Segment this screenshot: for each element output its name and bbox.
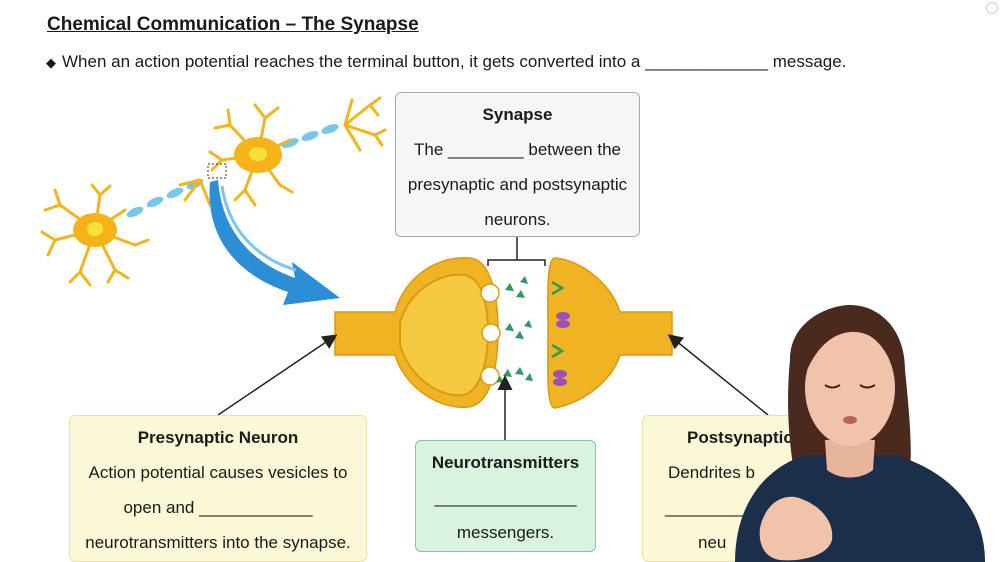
presynaptic-heading: Presynaptic Neuron xyxy=(137,428,299,447)
page-title: Chemical Communication – The Synapse xyxy=(47,14,419,35)
postsynaptic-pointer-arrow xyxy=(667,334,769,416)
neurotransmitters-callout: Neurotransmitters _______________ messen… xyxy=(415,440,596,552)
presynaptic-callout: Presynaptic Neuron Action potential caus… xyxy=(69,415,367,562)
postsynaptic-line-1: Dendrites b xyxy=(668,463,755,482)
neurotransmitter-molecules xyxy=(496,276,533,383)
neurotransmitters-line-1: _______________ xyxy=(434,488,577,507)
postsynaptic-heading: Postsynaptic I xyxy=(687,428,803,447)
neurotransmitters-heading: Neurotransmitters xyxy=(431,453,580,472)
synapse-line-3: neurons. xyxy=(484,210,551,229)
synapse-heading: Synapse xyxy=(482,105,553,124)
presynaptic-line-2: open and ____________ xyxy=(123,498,313,517)
synapse-callout: Synapse The ________ between the presyna… xyxy=(395,92,640,237)
synapse-line-2: presynaptic and postsynaptic xyxy=(407,175,628,194)
synapse-closeup xyxy=(334,236,673,409)
zoom-arrow-icon xyxy=(209,180,340,305)
presynaptic-line-3: neurotransmitters into the synapse. xyxy=(85,533,351,552)
postsynaptic-line-3: neu xyxy=(698,533,727,552)
neuron-illustration xyxy=(40,96,387,287)
bullet-point: ◆ When an action potential reaches the t… xyxy=(46,52,846,74)
synapse-line-1: The ________ between the xyxy=(413,140,621,159)
presynaptic-line-1: Action potential causes vesicles to xyxy=(88,463,348,482)
postsynaptic-callout: Postsynaptic I Dendrites b ____________ … xyxy=(642,415,902,562)
diamond-bullet-icon: ◆ xyxy=(46,55,56,70)
postsynaptic-line-2: ____________ xyxy=(665,498,779,517)
presynaptic-pointer-arrow xyxy=(217,334,338,416)
settings-icon[interactable] xyxy=(986,2,998,14)
neurotransmitters-line-2: messengers. xyxy=(456,523,555,542)
bullet-text: When an action potential reaches the ter… xyxy=(62,52,847,71)
